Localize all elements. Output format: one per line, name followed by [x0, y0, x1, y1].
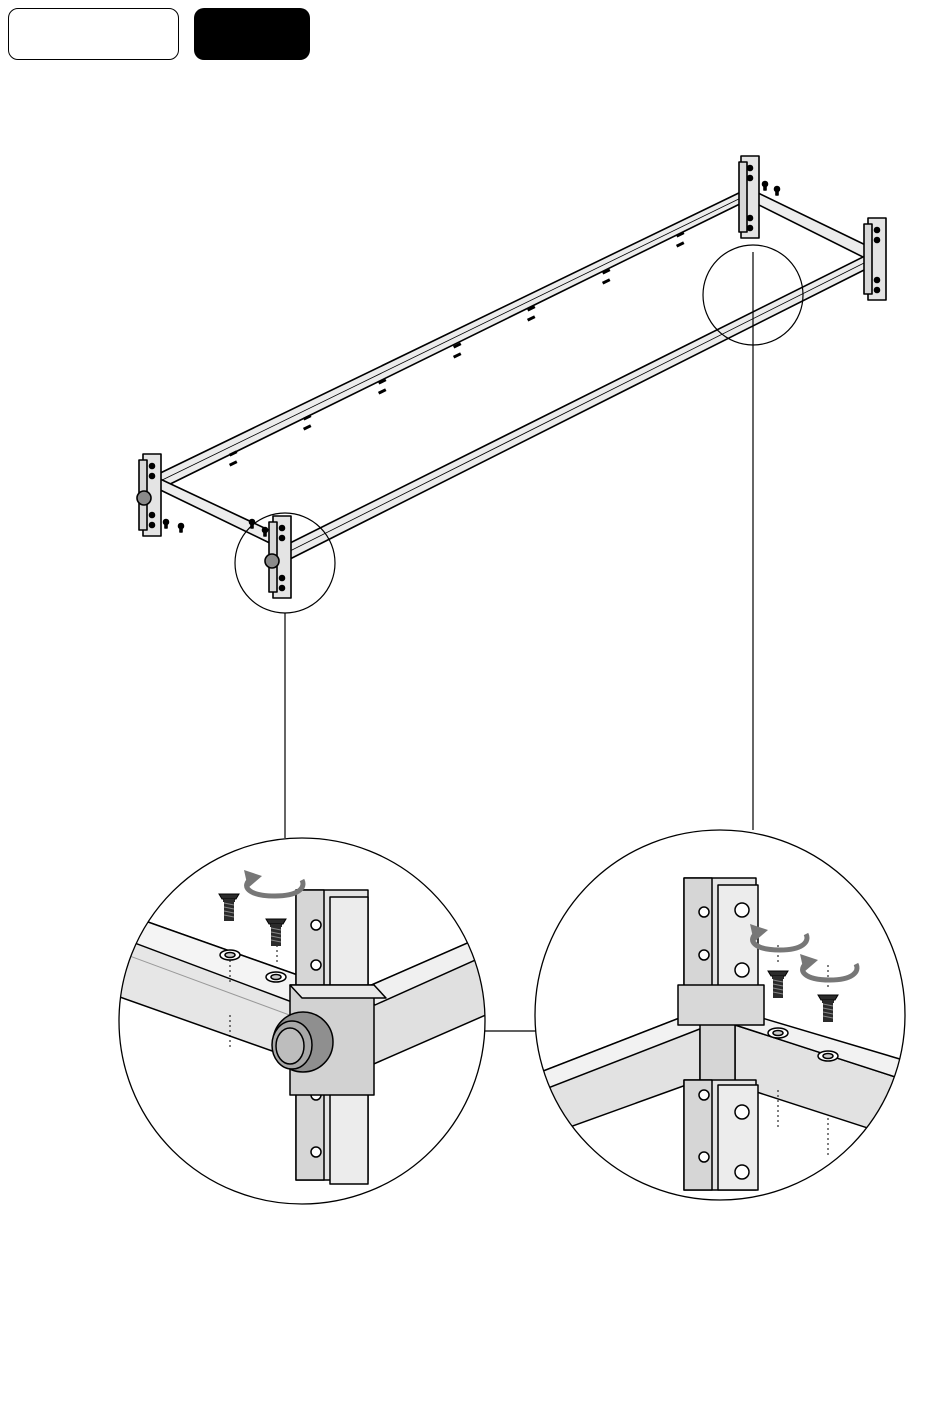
- bracket-front-right: [864, 218, 886, 300]
- frame-overview: [137, 156, 886, 598]
- bracket-back-left: [137, 454, 161, 536]
- front-long-rail: [280, 252, 880, 560]
- bracket-back-right: [739, 156, 759, 238]
- round-nut-icon: [272, 1012, 333, 1072]
- right-short-rail: [745, 190, 880, 262]
- bracket-front-left: [265, 516, 291, 598]
- rail-slots: [229, 231, 685, 466]
- detail-left: [100, 838, 520, 1204]
- detail-right: [520, 830, 920, 1200]
- back-long-rail: [150, 190, 752, 490]
